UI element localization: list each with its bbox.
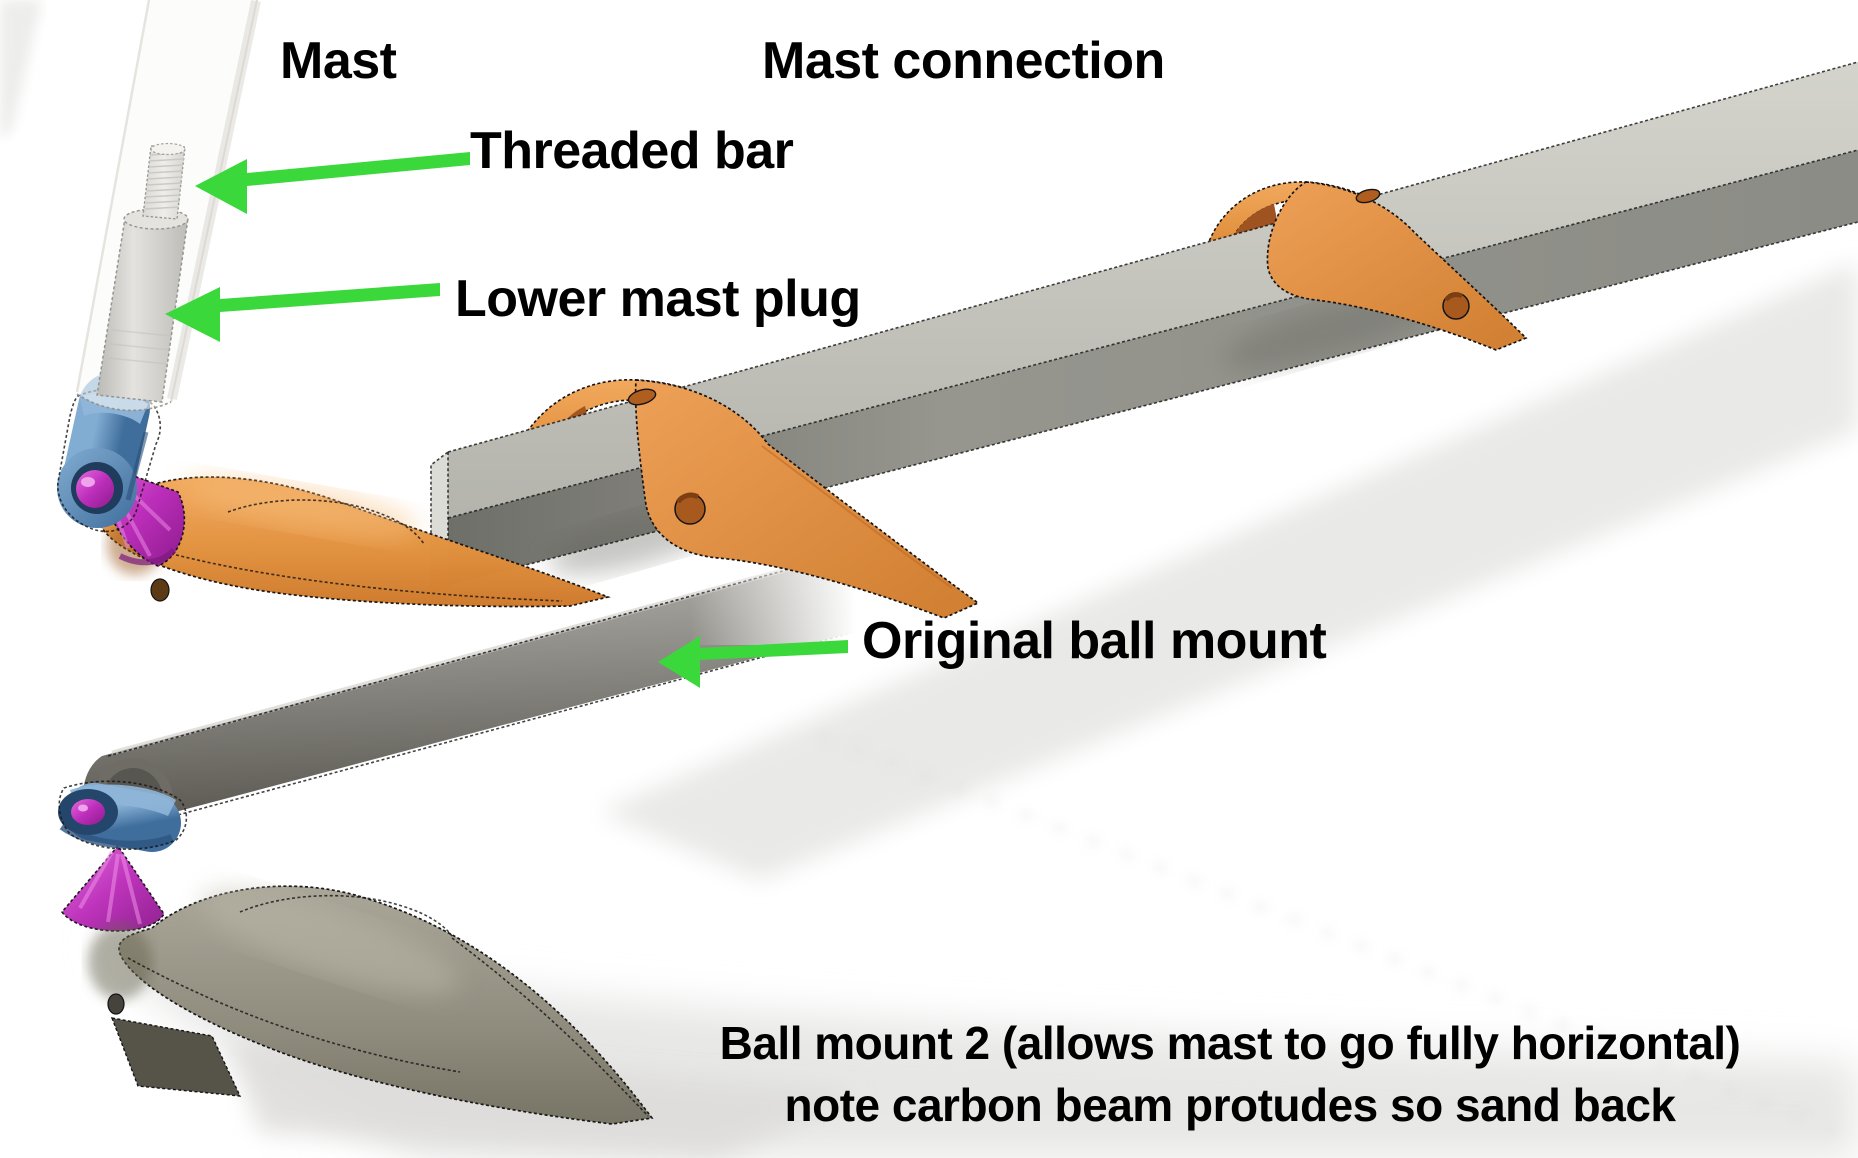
- label-lower-mast-plug: Lower mast plug: [455, 270, 861, 328]
- shadow-mast-left: [0, 0, 42, 140]
- bracket-far-top-hole: [1355, 188, 1381, 204]
- ball-joint-clevis-1: [57, 372, 162, 533]
- ball-mount-2: [88, 885, 654, 1125]
- label-original-ball-mount: Original ball mount: [862, 612, 1327, 670]
- beam-bracket-far: [1266, 181, 1528, 351]
- label-ball-mount-2-line2: note carbon beam protudes so sand back: [784, 1079, 1676, 1131]
- label-mast: Mast: [280, 32, 397, 90]
- pivot-cone-2: [60, 844, 165, 932]
- beam-bracket-middle: [627, 379, 980, 619]
- label-ball-mount-2: Ball mount 2 (allows mast to go fully ho…: [520, 1012, 1858, 1136]
- arrow-lower-mast-plug: [165, 283, 440, 342]
- ball-joint-ball-1: [76, 470, 114, 508]
- label-threaded-bar: Threaded bar: [470, 122, 794, 180]
- annotation-arrows: [165, 152, 848, 688]
- original-ball-mount-hole: [150, 578, 170, 602]
- shadow-band-diagonal: [600, 262, 1858, 880]
- bracket-middle-top-hole: [627, 388, 657, 406]
- arrow-threaded-bar: [195, 152, 470, 214]
- reflection-streak: [819, 733, 1858, 1142]
- mast-tube: [75, 0, 261, 412]
- ball-joint-clevis-2: [58, 780, 188, 852]
- label-ball-mount-2-line1: Ball mount 2 (allows mast to go fully ho…: [719, 1017, 1741, 1069]
- ball-mount-2-hole: [107, 993, 125, 1015]
- ball-mount-2-panel: [110, 1017, 242, 1097]
- ball-joint-ball-2: [71, 799, 105, 825]
- arrow-original-ball-mount: [658, 636, 848, 688]
- label-mast-connection: Mast connection: [762, 32, 1165, 90]
